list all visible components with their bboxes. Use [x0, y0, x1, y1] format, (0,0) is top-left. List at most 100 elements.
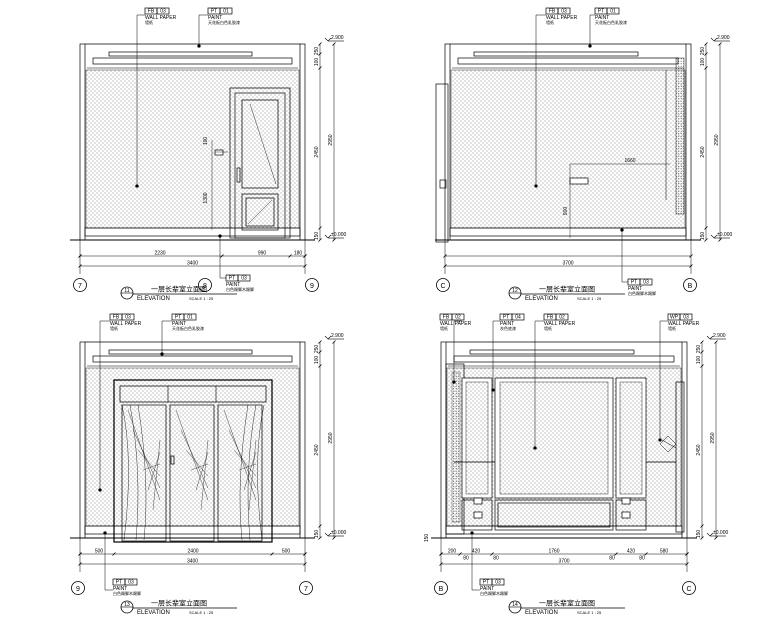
dimension-tick	[439, 552, 443, 556]
curtain-left	[121, 404, 147, 541]
material-tag-box	[183, 313, 197, 321]
material-tag-code: FB	[443, 315, 450, 321]
material-tag-name: PAINT	[113, 586, 127, 592]
dimension-tick	[303, 552, 307, 556]
dimension-value: 100	[700, 58, 706, 67]
dimension-total: 3700	[558, 559, 569, 565]
dimension-value: 180	[294, 251, 303, 257]
dimension-value: 2450	[314, 444, 320, 455]
material-tag-description: 墙纸	[546, 19, 554, 25]
material-tag-code: FB	[547, 315, 554, 321]
dimension-value: 900	[563, 207, 569, 216]
material-tag-code: PT	[116, 580, 122, 586]
material-tag-description: 天花板白色乳胶漆	[595, 19, 627, 25]
dimension-tick	[700, 350, 704, 354]
material-tag-name: PAINT	[628, 286, 642, 292]
dimension-value: 2950	[710, 432, 716, 443]
level-arrow	[324, 234, 332, 239]
wall-panel-low-right	[615, 499, 647, 531]
material-tag-description: 墙纸	[110, 325, 118, 331]
material-tag-description: 白色踢脚木踢脚	[113, 590, 141, 596]
dimension-value: 80	[463, 556, 469, 562]
material-tag-description: 墙纸	[544, 325, 552, 331]
dimension-value: 100	[696, 356, 702, 365]
material-tag-description: 天花板白色乳胶漆	[208, 19, 240, 25]
material-tag-description: 白色踢脚木踢脚	[628, 290, 656, 296]
door-handle	[170, 455, 175, 465]
material-tag-description: 墙纸	[440, 325, 448, 331]
dimension-tick	[718, 238, 722, 242]
door-lower-panel	[241, 193, 279, 231]
grid-bubble	[683, 278, 697, 292]
glass-hatch	[175, 409, 209, 501]
grid-bubble	[682, 581, 696, 595]
wall-panel-low-center	[494, 499, 614, 531]
dimension-tick	[318, 524, 322, 528]
cornice	[453, 355, 675, 363]
socket	[473, 511, 483, 519]
dimension-value: 2950	[714, 134, 720, 145]
material-tag-box	[451, 313, 465, 321]
material-tag-name: WALL PAPER	[544, 321, 576, 327]
material-tag-description: 墙纸	[668, 325, 676, 331]
material-tag-number: 03	[241, 276, 247, 282]
elevation-scale: SCALE 1 : 25	[189, 610, 214, 615]
dimension-value: 80	[493, 556, 499, 562]
material-tag-name: PAINT	[480, 586, 494, 592]
skirting	[84, 227, 301, 237]
elevation-subtitle: ELEVATION	[137, 296, 170, 302]
socket	[621, 511, 631, 519]
dimension-tick	[318, 52, 322, 56]
material-tag-box	[679, 313, 693, 321]
glass-hatch	[238, 463, 257, 471]
light-trough	[108, 349, 253, 355]
column-stripe	[451, 371, 461, 523]
dimension-tick	[718, 42, 722, 46]
level-arrow	[706, 335, 714, 340]
wall-switch	[569, 177, 589, 185]
grid-bubble	[305, 278, 319, 292]
material-tag-code: PT	[229, 276, 235, 282]
dimension-tick	[303, 264, 307, 268]
dimension-tick	[318, 364, 322, 368]
door-lower-panel-inner	[245, 197, 275, 227]
dimension-value: 150	[314, 232, 320, 241]
material-tag-name: PAINT	[208, 15, 222, 21]
material-tag-name: PAINT	[226, 282, 240, 288]
dimension-tick	[318, 66, 322, 70]
wall-section-left	[440, 341, 447, 539]
material-tag-code: FB	[549, 9, 556, 15]
material-tag-number: 02	[559, 315, 565, 321]
dimension-value: 1300	[203, 192, 209, 203]
dimension-value: 100	[314, 58, 320, 67]
glass-hatch	[180, 429, 209, 489]
leader-dot	[658, 438, 662, 442]
dimension-tick	[644, 552, 648, 556]
dimension-tick	[458, 552, 462, 556]
glass-door-frame	[113, 379, 273, 543]
wall-section-right	[685, 43, 692, 241]
dimension-value: 2450	[700, 146, 706, 157]
dimension-tick	[78, 264, 82, 268]
material-tag-number: 03	[643, 280, 649, 286]
cornice	[457, 57, 679, 65]
wall-panel-left-inner	[465, 381, 489, 495]
material-tag-name: WALL PAPER	[668, 321, 700, 327]
dimension-value: 2230	[154, 251, 165, 257]
glass-hatch	[190, 463, 209, 471]
dimension-tick	[700, 340, 704, 344]
dimension-tick	[332, 340, 336, 344]
dimension-value: 150	[314, 530, 320, 539]
elevation-number: 12	[512, 288, 518, 294]
material-tag-box	[555, 313, 569, 321]
elevation-title: 一层长辈室立面图	[151, 285, 207, 294]
dimension-total: 3400	[187, 559, 198, 565]
dimension-value: 250	[314, 345, 320, 354]
dimension-tick	[704, 238, 708, 242]
light-trough	[469, 349, 635, 355]
level-arrow	[324, 335, 332, 340]
material-tag-box	[237, 274, 251, 282]
dimension-tick	[685, 562, 689, 566]
dimension-tick	[714, 536, 718, 540]
